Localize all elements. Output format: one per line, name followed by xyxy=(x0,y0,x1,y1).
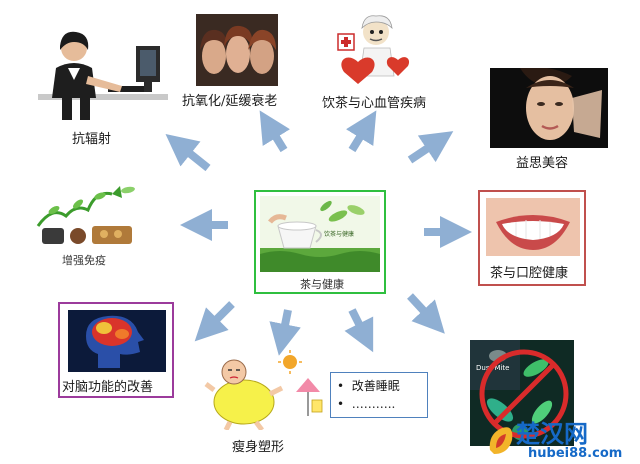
bacteria-image: Dust Mite xyxy=(470,340,574,446)
arrow-to-antibacterial xyxy=(407,293,445,334)
watermark: 楚汉网 hubei88.com xyxy=(486,414,638,464)
slimming-caption: 瘦身塑形 xyxy=(232,440,285,455)
node-beauty: 益思美容 xyxy=(486,68,612,174)
office-worker-illustration xyxy=(38,31,168,120)
watermark-url: hubei88.com xyxy=(528,446,623,461)
anti-aging-caption: 抗氧化/延缓衰老 xyxy=(182,94,278,109)
arrow-to-cardio xyxy=(345,110,377,153)
node-slimming: 瘦身塑形 xyxy=(204,350,334,458)
bullet-dot: • xyxy=(337,379,352,393)
doctor-heart-cartoon xyxy=(337,15,410,84)
smile-photo xyxy=(486,198,580,256)
sleep-item-1: • 改善睡眠 xyxy=(337,377,400,394)
arrow-to-slimming xyxy=(269,309,301,356)
bullet-dot: • xyxy=(337,397,352,411)
brain-caption: 对脑功能的改善 xyxy=(62,380,154,395)
center-caption: 茶与健康 xyxy=(300,278,344,291)
node-brain: 对脑功能的改善 xyxy=(58,302,174,398)
aging-faces-photo xyxy=(196,14,278,86)
node-immunity: 增强免疫 xyxy=(32,176,144,272)
cardio-caption: 饮茶与心血管疾病 xyxy=(322,96,427,111)
beauty-caption: 益思美容 xyxy=(516,156,569,171)
tea-cup-photo: 饮茶与健康 xyxy=(260,196,380,272)
sleep-item-1-text: 改善睡眠 xyxy=(351,379,400,393)
node-anti-aging: 抗氧化/延缓衰老 xyxy=(182,6,300,110)
slimming-cartoon xyxy=(204,350,323,430)
oral-caption: 茶与口腔健康 xyxy=(490,266,569,281)
watermark-title: 楚汉网 xyxy=(516,420,588,448)
watermark-logo-icon xyxy=(489,427,513,454)
arrow-to-anti-aging xyxy=(259,110,291,153)
arrow-to-anti-radiation xyxy=(165,134,211,172)
anti-radiation-caption: 抗辐射 xyxy=(72,132,112,147)
brain-scan-image xyxy=(68,310,166,372)
node-anti-radiation: 抗辐射 xyxy=(38,24,168,148)
node-sleep: • 改善睡眠 • ……….. xyxy=(330,372,428,418)
arrow-to-brain xyxy=(194,301,235,342)
node-cardio: 饮茶与心血管疾病 xyxy=(318,6,436,111)
node-center-tea-health: 饮茶与健康 茶与健康 xyxy=(254,190,386,294)
arrow-to-beauty xyxy=(407,131,454,164)
immunity-caption: 增强免疫 xyxy=(62,254,106,267)
woman-face-photo xyxy=(490,68,608,148)
node-antibacterial: Dust Mite xyxy=(470,340,574,446)
immunity-illustration xyxy=(32,176,144,248)
sleep-item-2-text: ……….. xyxy=(351,397,396,411)
arrow-to-sleep xyxy=(344,308,374,353)
sleep-item-2: • ……….. xyxy=(337,397,395,411)
node-oral: 茶与口腔健康 xyxy=(478,190,586,286)
center-image-text: 饮茶与健康 xyxy=(324,230,354,238)
